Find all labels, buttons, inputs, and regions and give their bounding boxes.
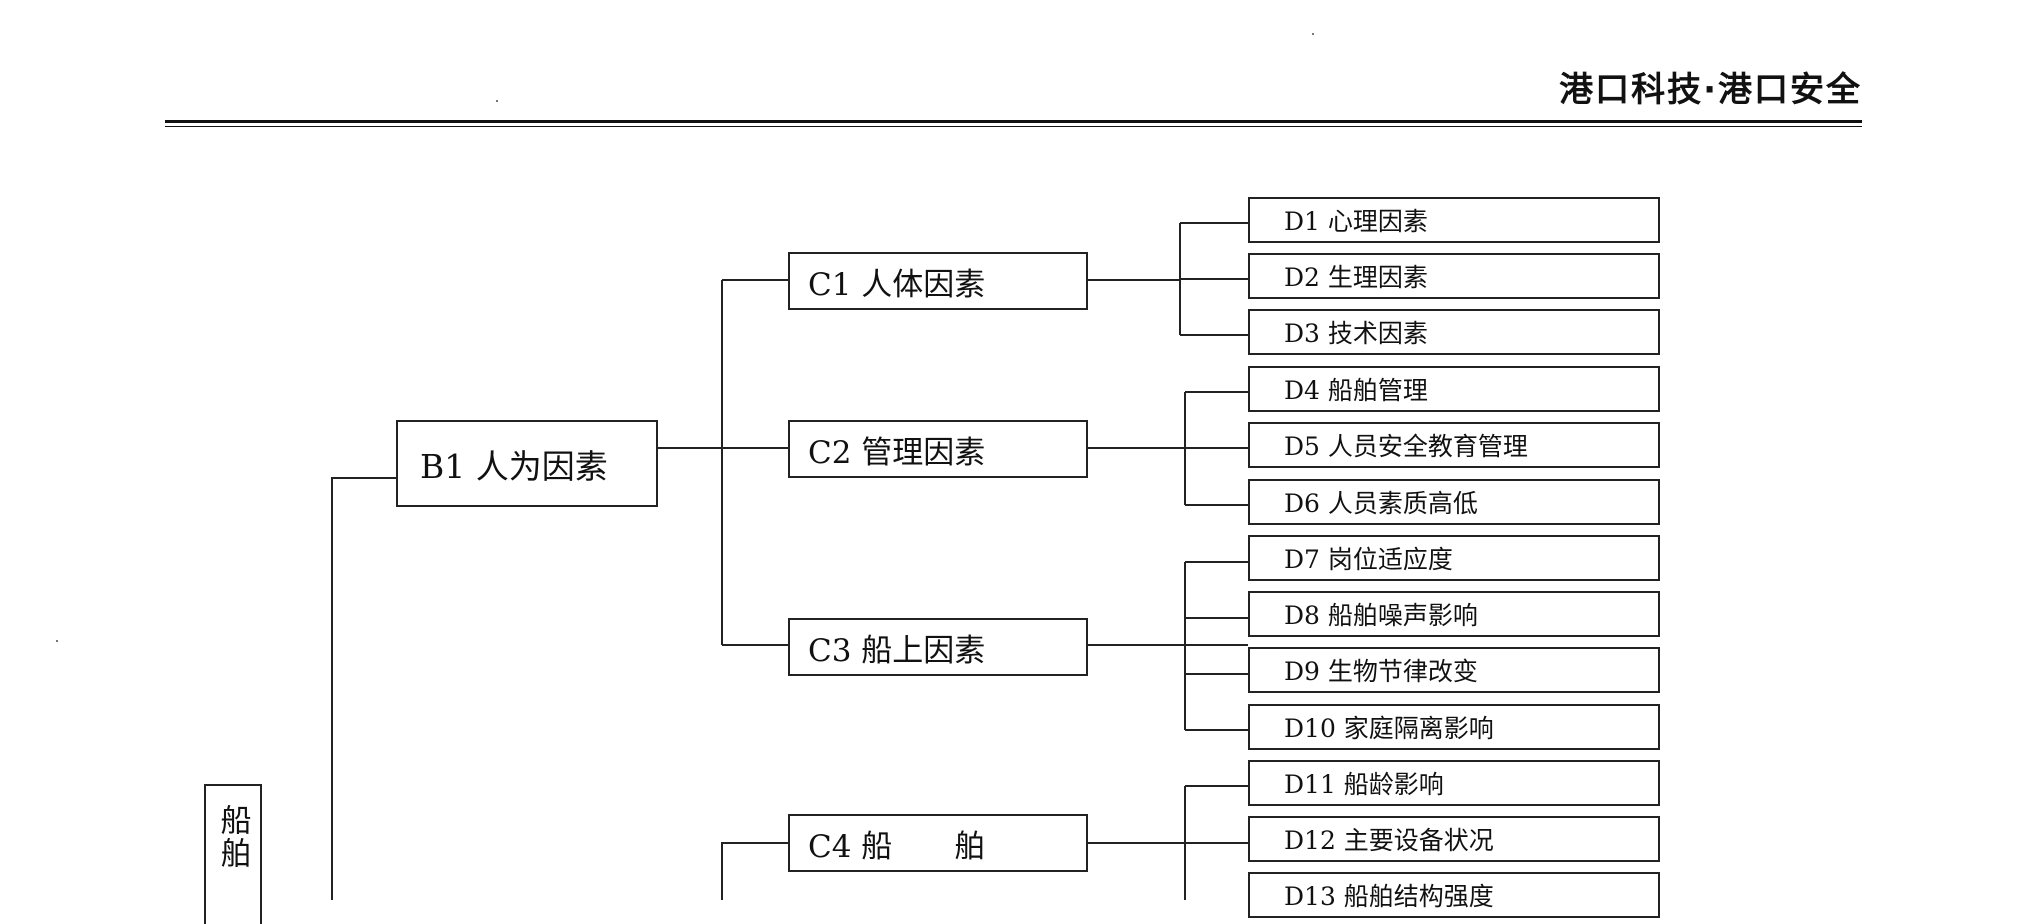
node-d6-label: D6 人员素质高低 <box>1284 489 1478 518</box>
root-node: 船舶 <box>204 784 262 924</box>
node-d13-label: D13 船舶结构强度 <box>1284 882 1494 911</box>
node-d5-label: D5 人员安全教育管理 <box>1284 432 1528 461</box>
node-d8-label: D8 船舶噪声影响 <box>1284 601 1478 630</box>
node-c4-label: C4 船 舶 <box>808 828 986 865</box>
scan-speck <box>56 640 58 642</box>
node-d12-label: D12 主要设备状况 <box>1284 826 1494 855</box>
header-rule-thick <box>165 120 1862 123</box>
connector-c3-d <box>1088 561 1248 731</box>
node-d2: D2 生理因素 <box>1248 253 1660 299</box>
connector-root-b1 <box>331 477 396 900</box>
node-d7-label: D7 岗位适应度 <box>1284 545 1453 574</box>
node-c1: C1 人体因素 <box>788 252 1088 310</box>
node-d3: D3 技术因素 <box>1248 309 1660 355</box>
node-d6: D6 人员素质高低 <box>1248 479 1660 525</box>
node-d13: D13 船舶结构强度 <box>1248 872 1660 918</box>
node-d1: D1 心理因素 <box>1248 197 1660 243</box>
header-rule-thin <box>165 126 1862 127</box>
connector-c2-d <box>1088 391 1248 506</box>
node-b1: B1 人为因素 <box>396 420 658 507</box>
node-d4: D4 船舶管理 <box>1248 366 1660 412</box>
node-d9-label: D9 生物节律改变 <box>1284 657 1478 686</box>
node-d1-label: D1 心理因素 <box>1284 207 1428 236</box>
node-c2: C2 管理因素 <box>788 420 1088 478</box>
node-d11-label: D11 船龄影响 <box>1284 770 1444 799</box>
node-d10-label: D10 家庭隔离影响 <box>1284 714 1494 743</box>
node-d3-label: D3 技术因素 <box>1284 319 1428 348</box>
node-d5: D5 人员安全教育管理 <box>1248 422 1660 468</box>
scan-speck <box>1312 33 1314 35</box>
node-c2-label: C2 管理因素 <box>808 434 986 471</box>
node-d4-label: D4 船舶管理 <box>1284 376 1428 405</box>
scan-speck <box>496 100 498 102</box>
node-c3-label: C3 船上因素 <box>808 632 986 669</box>
node-d10: D10 家庭隔离影响 <box>1248 704 1660 750</box>
connector-c4 <box>721 842 788 900</box>
connector-c1-d <box>1088 222 1248 336</box>
node-b1-label: B1 人为因素 <box>420 446 608 486</box>
node-d11: D11 船龄影响 <box>1248 760 1660 806</box>
tree-connectors <box>331 222 1248 900</box>
connector-c4-d <box>1088 785 1248 900</box>
node-c1-label: C1 人体因素 <box>808 266 986 303</box>
node-d9: D9 生物节律改变 <box>1248 647 1660 693</box>
root-node-label: 船舶 <box>214 804 251 870</box>
node-d12: D12 主要设备状况 <box>1248 816 1660 862</box>
node-d7: D7 岗位适应度 <box>1248 535 1660 581</box>
header-title: 港口科技·港口安全 <box>1559 70 1862 110</box>
node-d8: D8 船舶噪声影响 <box>1248 591 1660 637</box>
node-c4: C4 船 舶 <box>788 814 1088 872</box>
node-d2-label: D2 生理因素 <box>1284 263 1428 292</box>
node-c3: C3 船上因素 <box>788 618 1088 676</box>
